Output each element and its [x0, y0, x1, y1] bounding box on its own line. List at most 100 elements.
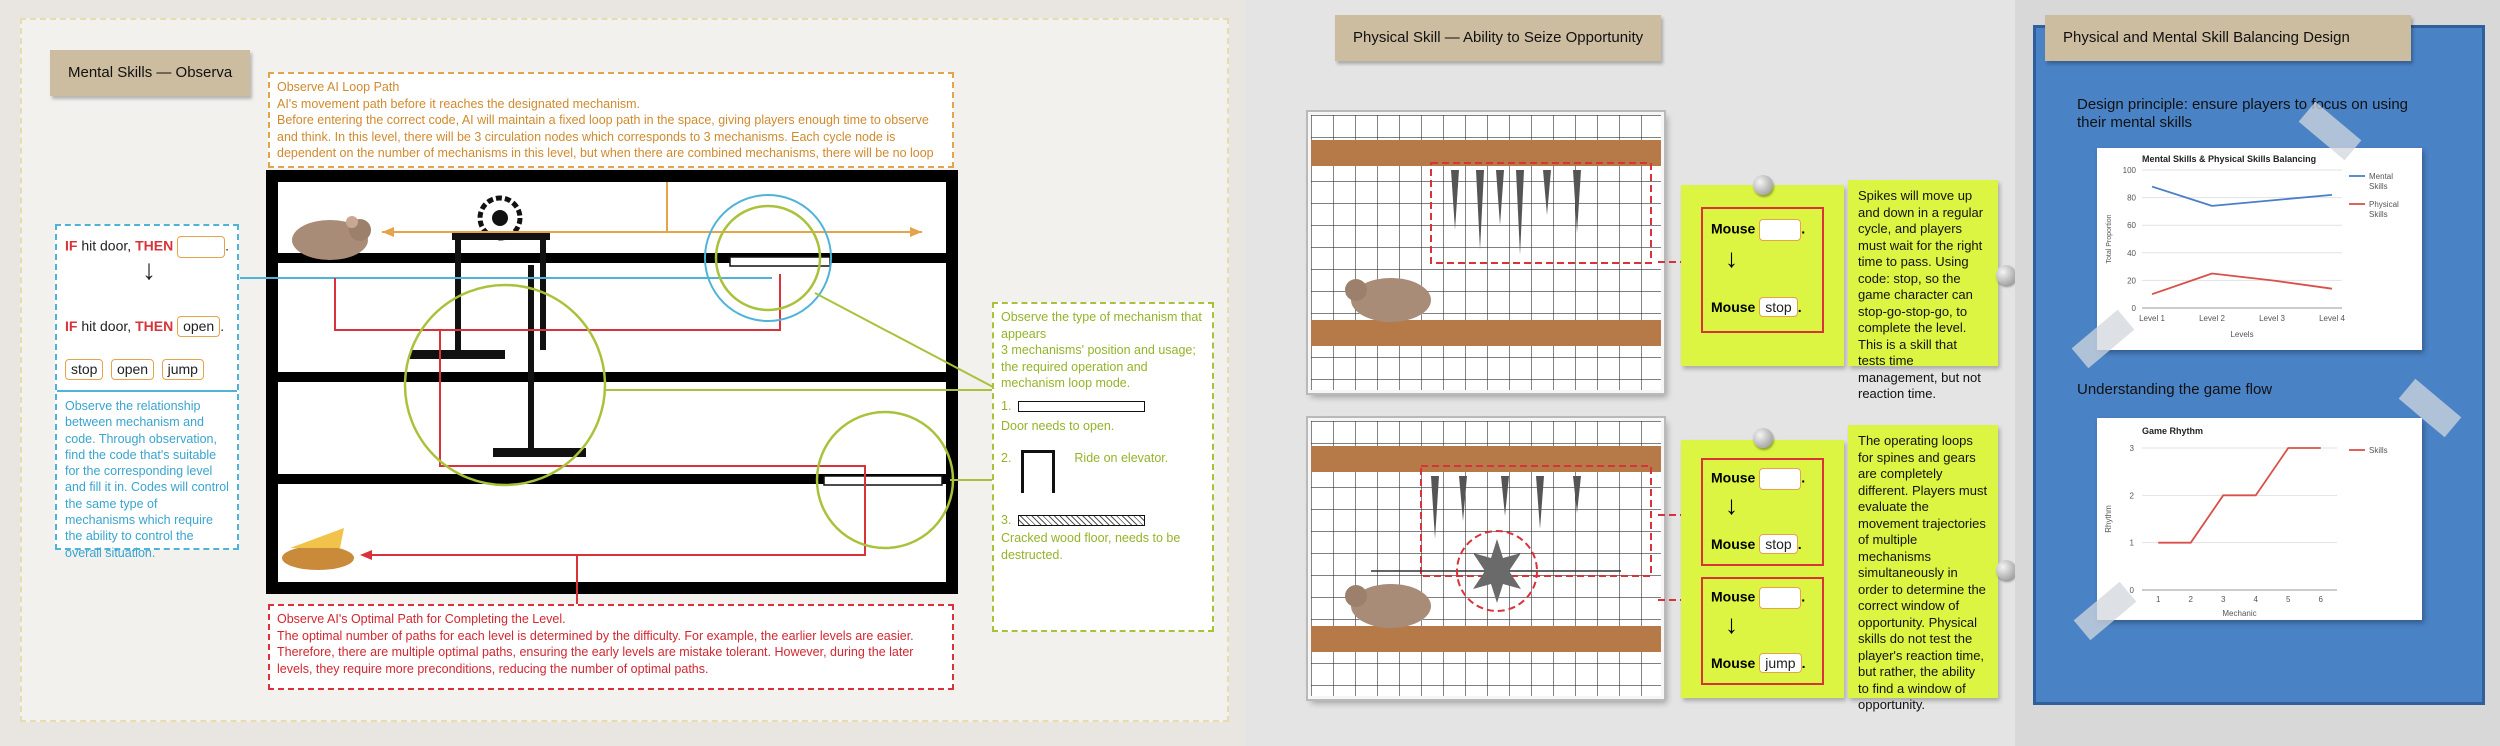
chart-title: Mental Skills & Physical Skills Balancin… — [2142, 154, 2316, 164]
divider — [57, 390, 237, 392]
observe-loop-line: AI's movement path before it reaches the… — [277, 96, 641, 111]
code-note-stop-jump: Mouse . ↓ Mouse stop. Mouse . ↓ Mouse ju… — [1681, 440, 1844, 698]
floor-shelf — [1311, 320, 1661, 346]
mouse-icon — [292, 216, 371, 260]
balance-chart: Mental Skills & Physical Skills Balancin… — [2106, 154, 2399, 339]
code-open[interactable]: open — [110, 359, 155, 380]
x-tick-label: 4 — [2254, 595, 2259, 604]
observe-loop-line: and think. In this level, there will be … — [277, 129, 896, 144]
code-slot[interactable] — [177, 236, 226, 258]
code-jump[interactable]: jump — [161, 359, 204, 380]
ceiling-shelf — [1311, 446, 1661, 472]
code-slot[interactable] — [1759, 468, 1802, 490]
elevator-icon — [1020, 450, 1055, 493]
y-axis-label: Total Proportion — [2106, 214, 2113, 263]
rule-open: IF hit door, THEN open. — [65, 316, 224, 337]
pin-icon — [1753, 175, 1773, 195]
code-slot[interactable] — [1759, 587, 1802, 609]
mechanism-item-1: 1. — [1001, 398, 1145, 415]
code-box: Mouse . ↓ Mouse stop. — [1701, 207, 1824, 333]
down-arrow-icon: ↓ — [1725, 243, 1738, 273]
legend-label: Skills — [2369, 182, 2388, 191]
ceiling-shelf — [1311, 140, 1661, 166]
observe-loop-title: Observe AI Loop Path — [277, 80, 400, 94]
code-box: Mouse . ↓ Mouse jump. — [1701, 577, 1824, 685]
mouse-icon — [1345, 584, 1431, 628]
balancing-tag: Physical and Mental Skill Balancing Desi… — [2045, 15, 2411, 61]
door-block-icon — [1017, 401, 1145, 413]
spike-highlight — [1430, 162, 1652, 264]
down-arrow-icon: ↓ — [1725, 609, 1738, 639]
y-tick-label: 20 — [2127, 276, 2136, 285]
design-principle: Design principle: ensure players to focu… — [2077, 96, 2409, 131]
optimal-line: levels, they require more preconditions,… — [277, 661, 709, 676]
mouse-label: Mouse . — [1711, 468, 1805, 490]
mouse-label: Mouse . — [1711, 587, 1805, 609]
chart-title: Game Rhythm — [2142, 426, 2203, 436]
legend-label: Skills — [2369, 446, 2388, 455]
mouse-label: Mouse stop. — [1711, 297, 1802, 317]
mechanism-note: Observe the type of mechanism that appea… — [992, 302, 1214, 632]
series-line-mental-skills — [2151, 185, 2333, 207]
x-tick-label: Level 2 — [2199, 314, 2225, 323]
observe-loop-line: Before entering the correct code, AI wil… — [277, 113, 929, 127]
mouse-label: Mouse . — [1711, 219, 1805, 241]
gear-highlight — [1456, 530, 1538, 612]
cracked-floor — [823, 475, 943, 486]
y-tick-label: 0 — [2132, 304, 2137, 313]
mouse-icon — [1345, 278, 1431, 322]
code-jump[interactable]: jump — [1759, 653, 1802, 673]
spike-gear-description: The operating loops for spines and gears… — [1848, 425, 1998, 712]
x-tick-label: Level 3 — [2259, 314, 2285, 323]
cheese-icon — [282, 528, 354, 570]
observe-relation-text: Observe the relationship between mechani… — [65, 399, 229, 560]
x-tick-label: 5 — [2286, 595, 2291, 604]
optimal-title: Observe AI's Optimal Path for Completing… — [277, 612, 566, 626]
down-arrow-icon: ↓ — [142, 254, 156, 285]
legend-label: Skills — [2369, 210, 2388, 219]
code-stop[interactable]: stop — [1759, 297, 1798, 317]
code-stop[interactable]: stop — [65, 359, 104, 380]
x-tick-label: 1 — [2156, 595, 2161, 604]
x-tick-label: 6 — [2319, 595, 2324, 604]
code-rule-card: IF hit door, THEN . ↓ IF hit door, THEN … — [55, 224, 239, 560]
x-axis-label: Levels — [2230, 330, 2253, 339]
spike-scene — [1311, 115, 1661, 390]
maze-walls — [266, 170, 958, 594]
code-stop[interactable]: stop — [1759, 534, 1798, 554]
spike-gear-scene — [1311, 421, 1661, 696]
optimal-path-note: Observe AI's Optimal Path for Completing… — [268, 604, 954, 690]
y-tick-label: 80 — [2127, 194, 2136, 203]
mental-skills-panel: Mental Skills — Observa Observe AI Loop … — [0, 0, 1245, 746]
physical-skill-panel: Physical Skill — Ability to Seize Opport… — [1245, 0, 2016, 746]
pin-icon — [1996, 560, 2016, 580]
observe-loop-note: Observe AI Loop Path AI's movement path … — [268, 72, 954, 168]
y-tick-label: 0 — [2130, 586, 2135, 595]
mental-skills-tag: Mental Skills — Observa — [50, 50, 251, 96]
mechanism-item-2: 2. Ride on elevator. — [1001, 450, 1168, 493]
ai-path — [240, 182, 996, 604]
down-arrow-icon: ↓ — [1725, 490, 1738, 520]
mouse-label: Mouse stop. — [1711, 534, 1802, 554]
optimal-line: The optimal number of paths for each lev… — [277, 628, 914, 643]
mouse-label: Mouse jump. — [1711, 653, 1806, 673]
code-box: Mouse . ↓ Mouse stop. — [1701, 458, 1824, 566]
code-options: stop open jump — [65, 359, 204, 380]
level-diagram — [240, 170, 996, 604]
spike-gear-scene-frame — [1308, 418, 1664, 699]
x-axis-label: Mechanic — [2222, 609, 2256, 618]
x-tick-label: 2 — [2189, 595, 2194, 604]
game-flow-title: Understanding the game flow — [2077, 381, 2273, 398]
cracked-floor-icon — [1017, 515, 1145, 527]
y-tick-label: 2 — [2130, 491, 2135, 500]
code-slot[interactable] — [1759, 219, 1802, 241]
spike-row — [1451, 170, 1581, 255]
legend-label: Physical — [2369, 200, 2399, 209]
spike-scene-frame — [1308, 112, 1664, 393]
code-note-stop: Mouse . ↓ Mouse stop. — [1681, 185, 1844, 366]
series-line-skills — [2158, 447, 2321, 544]
y-tick-label: 60 — [2127, 221, 2136, 230]
code-open-filled[interactable]: open — [177, 316, 221, 337]
y-tick-label: 100 — [2123, 166, 2137, 175]
